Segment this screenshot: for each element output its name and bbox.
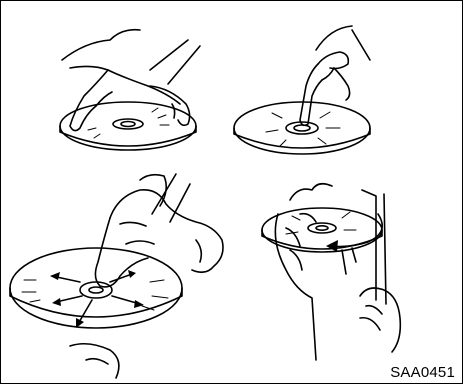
finger-in-disc-hole-icon <box>234 26 370 154</box>
hand-holding-disc-edge-icon <box>60 30 200 150</box>
cloth-wiping-disc-outward-icon <box>10 174 223 378</box>
hand-rotating-disc-icon <box>262 184 400 360</box>
figure-code: SAA0451 <box>390 364 455 381</box>
